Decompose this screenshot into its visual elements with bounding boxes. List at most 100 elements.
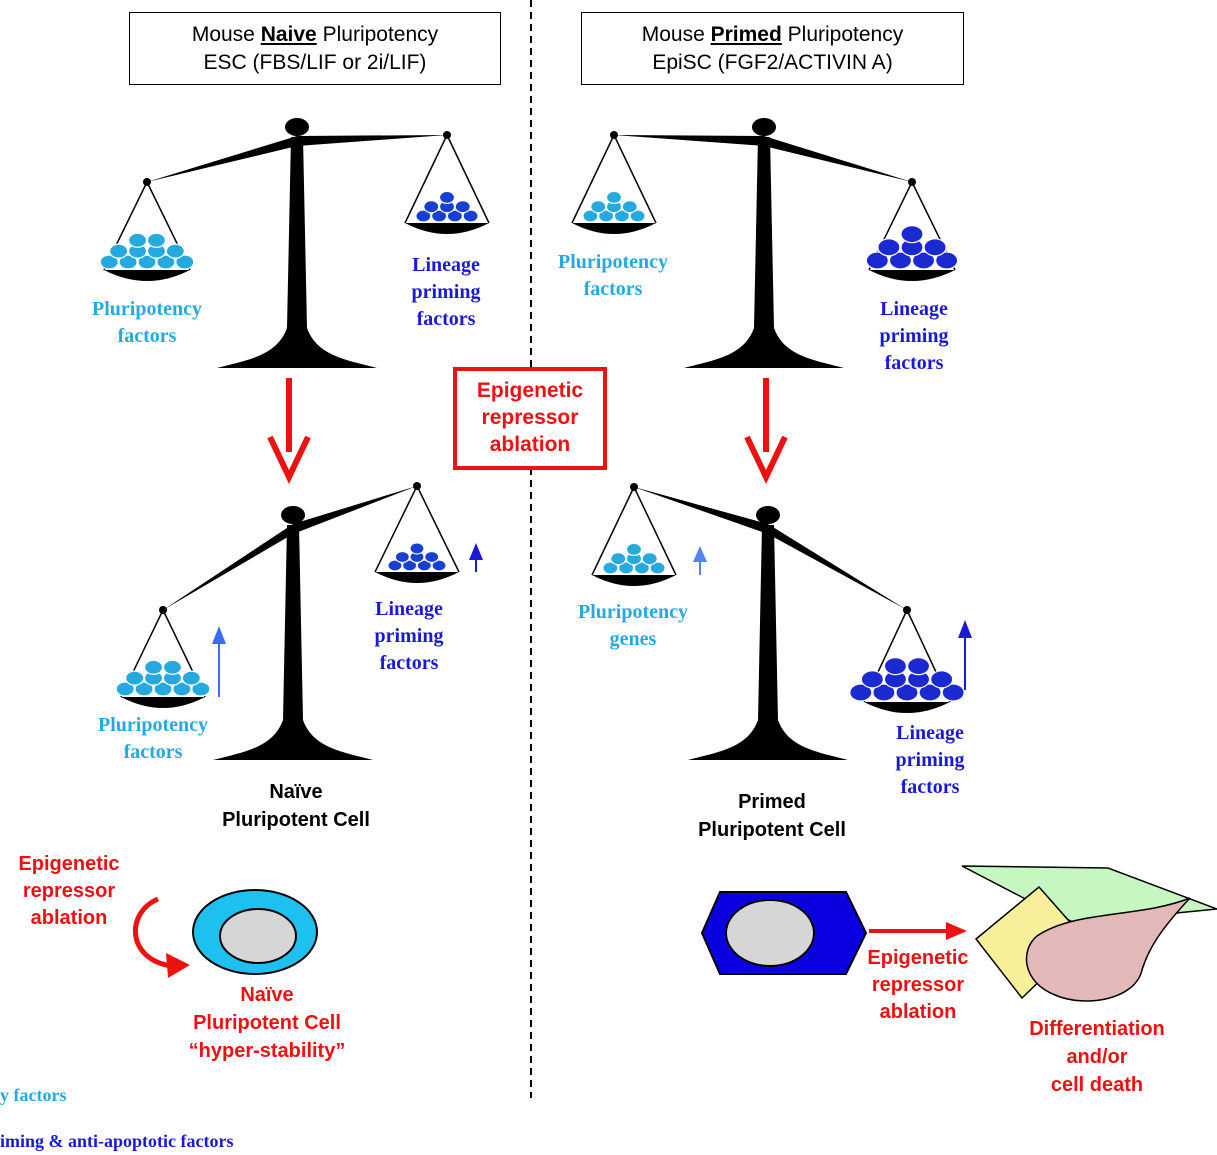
factor-molecule: [625, 542, 643, 557]
factor-molecule: [590, 200, 607, 214]
scale-knob: [752, 118, 776, 136]
factor-molecule: [900, 225, 924, 244]
pan-bowl: [121, 697, 205, 708]
factor-molecule: [127, 232, 148, 248]
differentiation-arrow: [869, 922, 967, 940]
factor-molecule: [402, 559, 418, 572]
epigenetic-ablation-box: Epigenetic repressor ablation: [453, 367, 607, 470]
label-line: Differentiation: [1029, 1018, 1165, 1040]
pan-string: [591, 486, 635, 576]
factor-molecule: [621, 200, 638, 214]
factor-molecule: [446, 209, 463, 223]
factor-molecule: [409, 542, 425, 555]
label-line: ablation: [879, 1001, 957, 1023]
factor-molecule: [125, 670, 145, 686]
primed-cell-caption: Primed Pluripotent Cell: [672, 788, 872, 844]
factor-molecule: [602, 561, 619, 575]
pan-hook: [443, 131, 451, 139]
pan-hook: [413, 482, 421, 490]
scale-knob: [285, 118, 309, 136]
scale-pillar: [688, 525, 848, 760]
factor-molecule: [888, 251, 913, 270]
legend-lineage: iming & anti-apoptotic factors: [0, 1131, 234, 1151]
balance-scale-naive-baseline: [99, 118, 490, 368]
pan-bowl: [864, 702, 950, 713]
header-primed-line2: EpiSC (FGF2/ACTIVIN A): [652, 51, 893, 74]
pan-hook: [143, 178, 151, 186]
header-primed: Mouse Primed Pluripotency EpiSC (FGF2/AC…: [581, 12, 964, 85]
label-line: factors: [884, 352, 944, 374]
caption-line: Naïve: [269, 781, 323, 803]
pan-string: [633, 486, 677, 576]
scale-pillar: [217, 137, 377, 368]
pluripotency-label: Pluripotency factors: [83, 712, 223, 766]
label-line: factors: [117, 325, 177, 347]
label-line: Pluripotency: [92, 298, 202, 320]
up-arrow-icon: [693, 546, 707, 575]
factor-molecule: [394, 550, 410, 564]
naive-result-label: Naïve Pluripotent Cell “hyper-stability”: [156, 981, 378, 1065]
factor-molecule: [191, 681, 211, 697]
label-line: cell death: [1050, 1074, 1144, 1096]
factor-molecule: [941, 683, 965, 702]
label-line: Pluripotency: [558, 251, 668, 273]
header-naive-emphasis: Naive: [260, 23, 317, 46]
label-line: factors: [416, 308, 476, 330]
caption-line: Pluripotent Cell: [698, 819, 846, 841]
down-arrow-right: [744, 378, 788, 484]
pan-string: [446, 134, 490, 224]
ablation-line: ablation: [489, 433, 571, 456]
label-line: repressor: [871, 974, 965, 996]
pan-hook: [159, 606, 167, 614]
label-line: priming: [895, 749, 965, 771]
balance-scale-primed-ablation: [591, 483, 965, 760]
label-line: priming: [879, 325, 949, 347]
primed-treatment-label: Epigenetic repressor ablation: [852, 945, 984, 1026]
factor-molecule: [605, 190, 623, 204]
factor-molecule: [930, 670, 954, 689]
differentiated-cells-icon: [961, 865, 1217, 1002]
label-line: Epigenetic: [18, 853, 120, 875]
factor-molecule: [175, 254, 195, 270]
factor-molecule: [895, 683, 919, 702]
factor-molecule: [172, 681, 192, 697]
pan-string: [416, 485, 460, 573]
label-line: Pluripotent Cell: [193, 1012, 341, 1034]
pan-bowl: [104, 270, 190, 281]
label-line: repressor: [22, 880, 116, 902]
factor-molecule: [162, 659, 183, 675]
label-line: Lineage: [375, 598, 443, 620]
down-arrow-left: [267, 378, 311, 484]
factor-molecule: [134, 681, 154, 697]
factor-molecule: [923, 238, 947, 257]
pan-string: [374, 485, 418, 573]
primed-cell-icon: [700, 891, 868, 975]
factor-molecule: [431, 209, 448, 223]
primed-result-label: Differentiation and/or cell death: [1002, 1015, 1192, 1099]
header-naive-line2: ESC (FBS/LIF or 2i/LIF): [203, 51, 427, 74]
factor-molecule: [610, 552, 627, 566]
factor-molecule: [865, 251, 889, 270]
pan-string: [571, 134, 615, 224]
naive-cell-caption: Naïve Pluripotent Cell: [196, 778, 396, 834]
balance-scale-primed-baseline: [571, 118, 959, 368]
factor-molecule: [883, 657, 908, 676]
scale-knob: [756, 506, 780, 524]
pan-bowl: [869, 270, 955, 281]
pluripotency-label: Pluripotency factors: [543, 249, 683, 303]
scale-pillar: [213, 525, 373, 760]
pan-bowl: [572, 223, 656, 234]
balance-scale-naive-ablation: [115, 482, 460, 760]
pan-bowl: [405, 223, 489, 234]
header-primed-prefix: Mouse: [641, 23, 705, 46]
naive-cell-icon: [192, 889, 318, 975]
factor-molecule: [438, 190, 456, 204]
factor-molecule: [156, 254, 176, 270]
factor-molecule: [935, 251, 959, 270]
factor-molecule: [911, 251, 936, 270]
lineage-label: Lineage priming factors: [349, 596, 469, 677]
label-line: “hyper-stability”: [188, 1040, 346, 1062]
header-naive: Mouse Naive Pluripotency ESC (FBS/LIF or…: [129, 12, 501, 85]
factor-molecule: [153, 681, 173, 697]
up-arrow-icon: [958, 620, 972, 690]
